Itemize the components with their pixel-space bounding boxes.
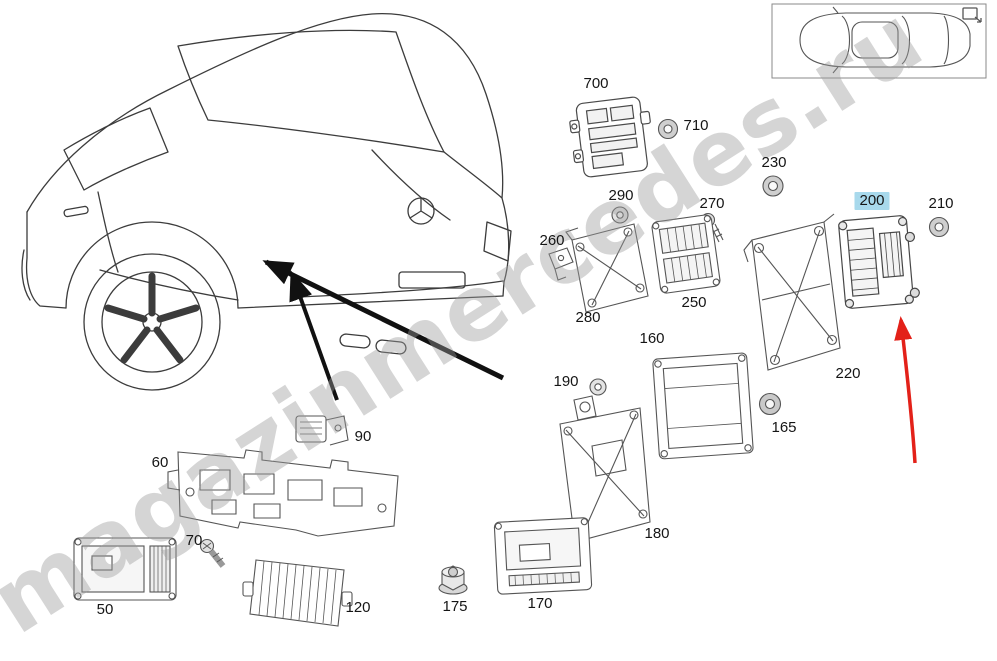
part-220-bracket — [743, 213, 841, 371]
part-260-bracket — [548, 247, 574, 281]
part-label-190[interactable]: 190 — [553, 373, 579, 390]
part-710-grommet — [657, 118, 679, 140]
part-label-710[interactable]: 710 — [683, 117, 709, 134]
watermark-text: magazinmercedes.ru — [0, 0, 941, 655]
part-label-220[interactable]: 220 — [835, 365, 861, 382]
part-label-270[interactable]: 270 — [699, 195, 725, 212]
part-200-module[interactable] — [838, 215, 920, 309]
part-170-module — [493, 517, 593, 595]
part-50-module — [73, 537, 177, 601]
part-label-250[interactable]: 250 — [681, 294, 707, 311]
part-label-280[interactable]: 280 — [575, 309, 601, 326]
part-label-90[interactable]: 90 — [354, 428, 372, 445]
part-210-grommet — [928, 216, 950, 238]
part-label-70[interactable]: 70 — [185, 532, 203, 549]
part-180-bracket — [559, 395, 651, 553]
part-label-175[interactable]: 175 — [442, 598, 468, 615]
part-60-bracket — [167, 449, 399, 537]
part-175-nut — [438, 565, 468, 595]
part-label-700[interactable]: 700 — [583, 75, 609, 92]
part-label-120[interactable]: 120 — [345, 599, 371, 616]
part-label-200[interactable]: 200 — [854, 192, 890, 210]
part-label-160[interactable]: 160 — [639, 330, 665, 347]
part-90-bracket — [295, 415, 349, 446]
part-290-washer — [611, 206, 629, 224]
part-label-60[interactable]: 60 — [151, 454, 169, 471]
part-label-230[interactable]: 230 — [761, 154, 787, 171]
part-label-165[interactable]: 165 — [771, 419, 797, 436]
part-120-module — [242, 559, 353, 627]
part-label-210[interactable]: 210 — [928, 195, 954, 212]
part-160-module — [652, 352, 754, 460]
part-190-washer — [589, 378, 607, 396]
car-thumbnail — [771, 3, 987, 79]
part-700-module — [569, 96, 651, 178]
part-label-180[interactable]: 180 — [644, 525, 670, 542]
part-70-screw — [199, 538, 226, 568]
part-165-grommet — [758, 392, 782, 416]
part-280-bracket — [565, 223, 649, 313]
car-illustration — [21, 13, 512, 391]
open-view-icon[interactable] — [962, 7, 982, 23]
part-230-grommet — [762, 175, 784, 197]
pointer-arrows — [262, 259, 505, 401]
part-label-290[interactable]: 290 — [608, 187, 634, 204]
part-label-170[interactable]: 170 — [527, 595, 553, 612]
part-label-260[interactable]: 260 — [539, 232, 565, 249]
highlight-arrow — [894, 316, 917, 464]
part-250-module — [651, 214, 721, 294]
part-label-50[interactable]: 50 — [96, 601, 114, 618]
